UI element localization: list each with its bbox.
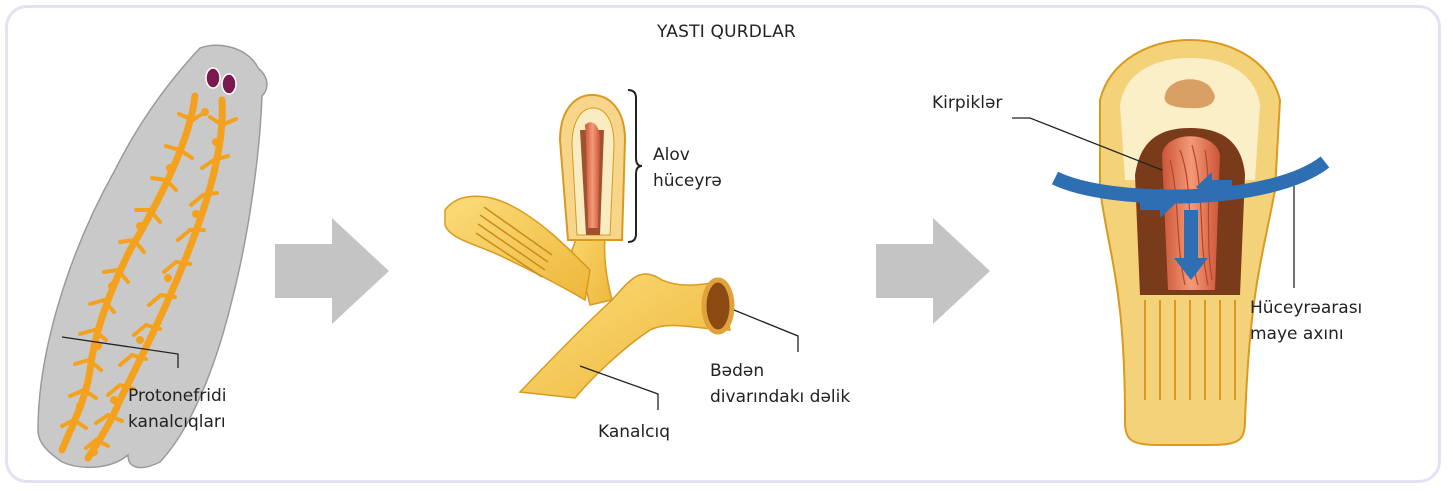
label-flame-cell: Alov hüceyrə [653,142,722,194]
flame-cell-enlarged [1012,40,1325,445]
flame-cell-bracket [628,90,642,242]
tubule-body [520,274,730,398]
label-fluid-flow: Hüceyrəarası maye axını [1250,295,1362,347]
label-protonephridia: Protonefridi kanalcıqları [128,383,226,435]
body-pore-leader-line [734,310,798,352]
label-body-pore: Bədən divarındakı dəlik [710,358,850,410]
body-pore-opening [704,280,732,332]
step-arrow-2 [876,218,990,324]
step-arrow-1 [275,218,389,324]
label-cilia: Kirpiklər [932,90,1002,116]
label-tubule: Kanalcıq [598,419,670,445]
flame-cell [560,95,625,240]
